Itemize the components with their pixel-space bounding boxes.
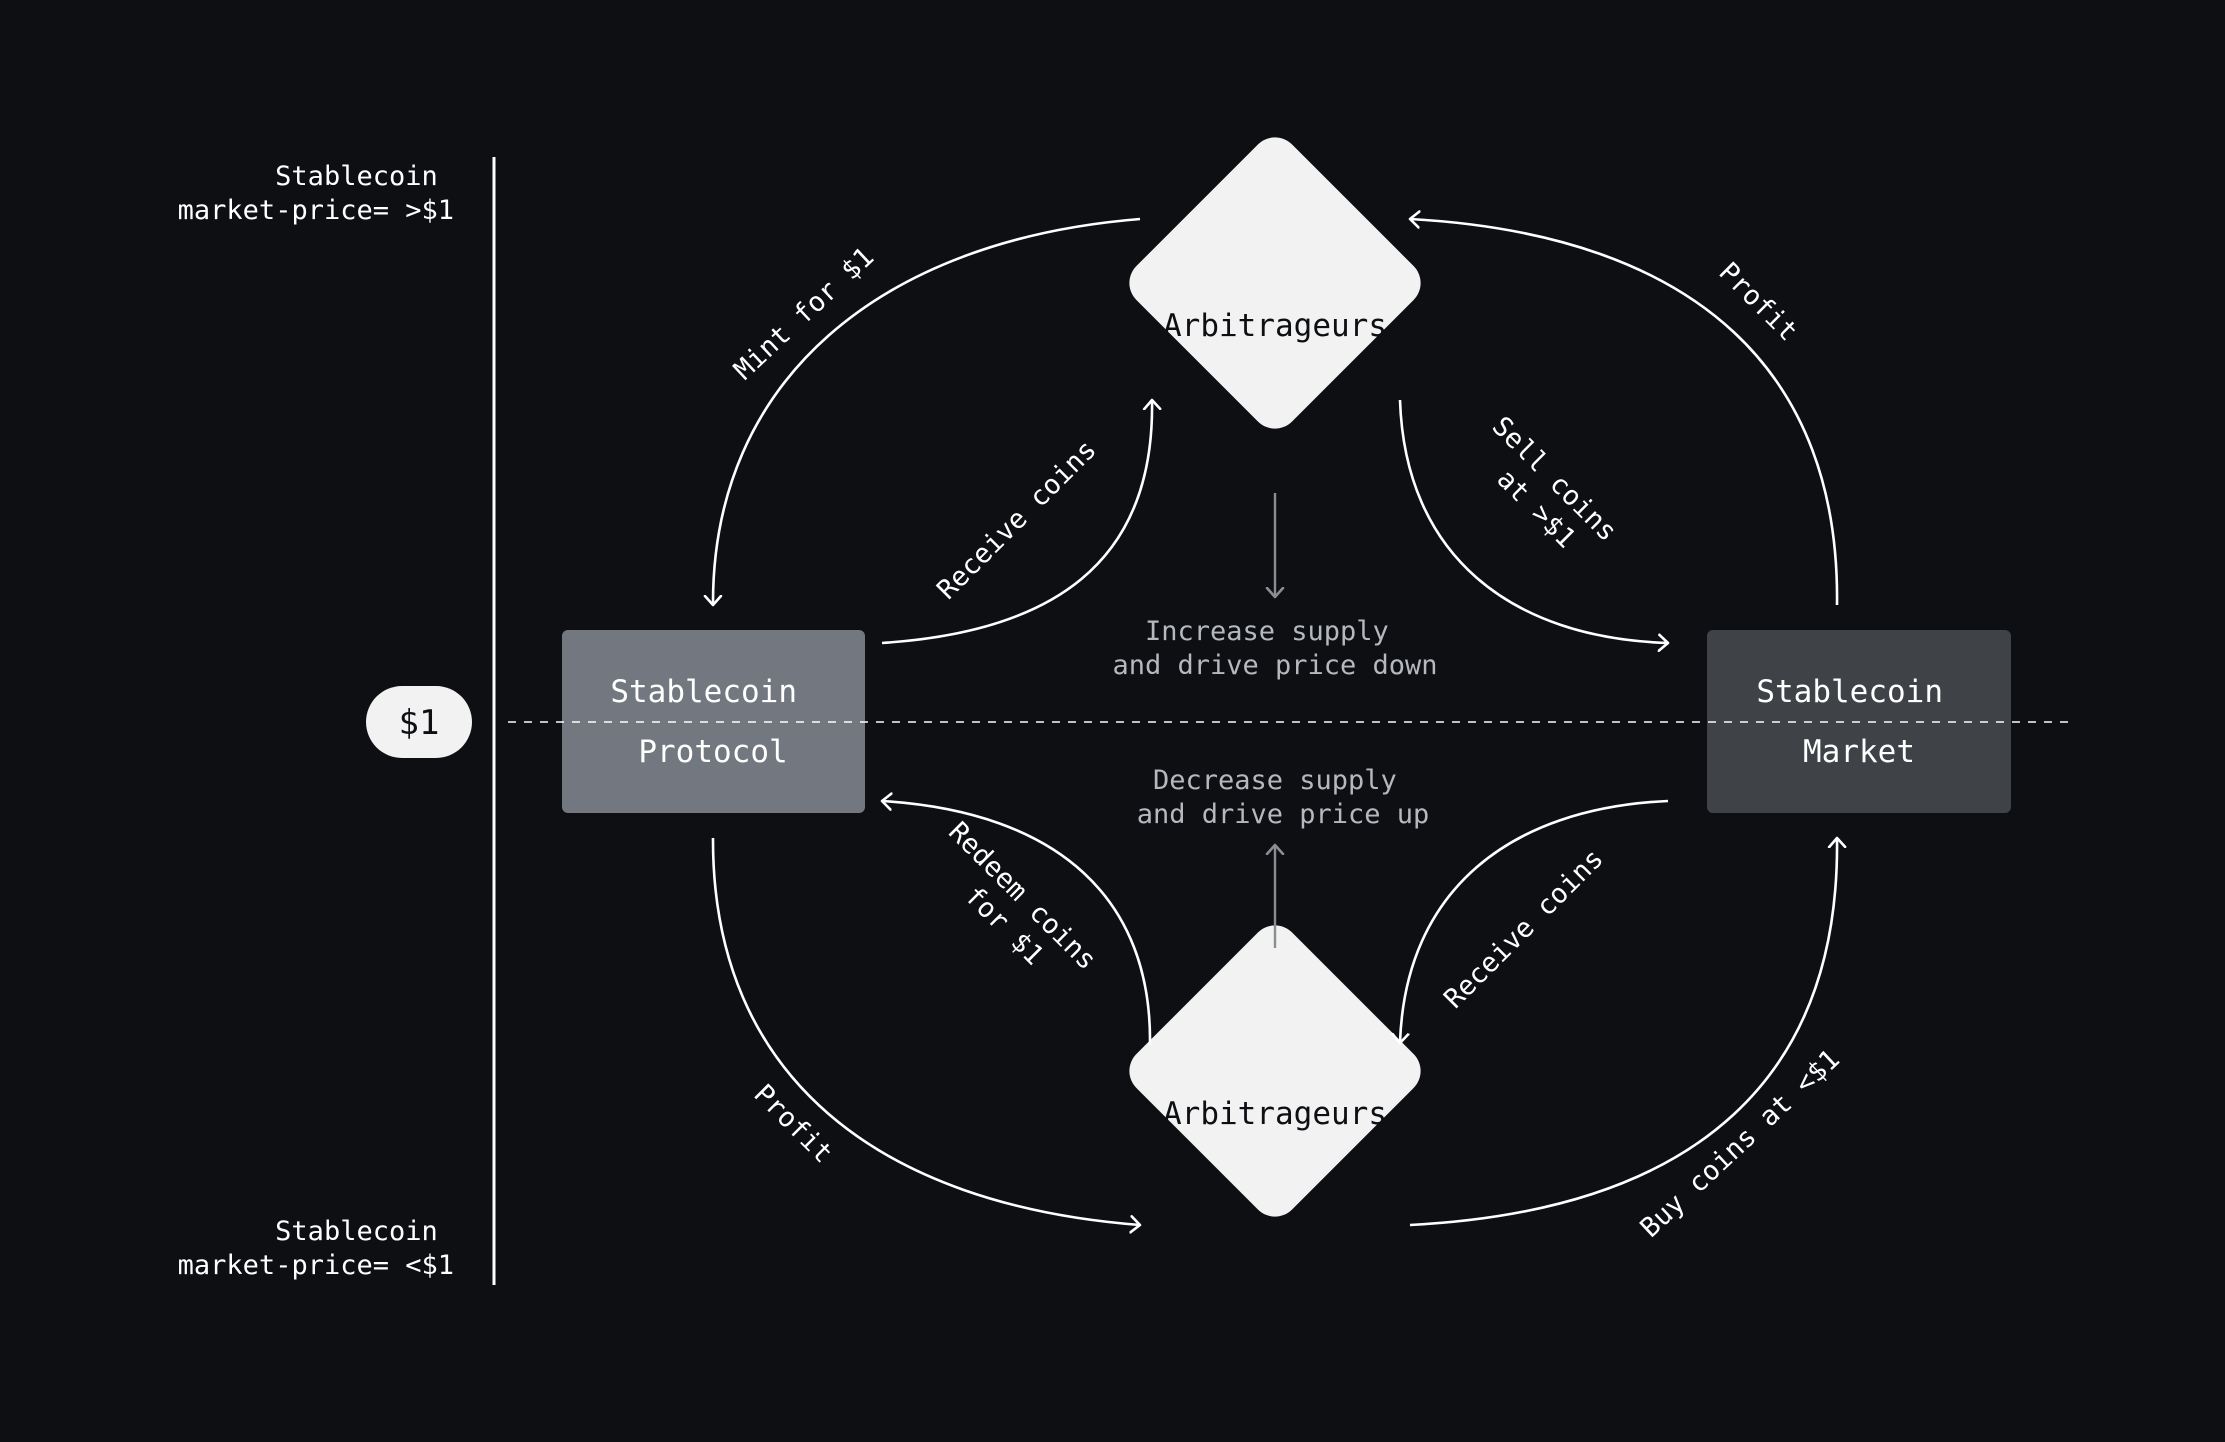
- peg-label: $1: [399, 703, 440, 743]
- sell-coins-arrow: [1398, 399, 1668, 643]
- receive-coins-bottom-arrow: [1400, 799, 1669, 1043]
- receive-coins-top-arrow: [881, 400, 1152, 645]
- arbitrageurs-bottom-label: Arbitrageurs: [1163, 1096, 1387, 1132]
- arbitrageurs-bottom-node: Arbitrageurs: [1129, 925, 1421, 1217]
- protocol-label: Stablecoin Protocol: [610, 674, 815, 770]
- buy-coins-arrow: [1409, 838, 1837, 1227]
- arbitrageurs-top-label: Arbitrageurs: [1163, 308, 1387, 344]
- profit-top-arrow: [1410, 219, 1839, 606]
- redeem-coins-arrow: [882, 801, 1152, 1046]
- stablecoin-protocol-node: Stablecoin Protocol: [562, 630, 865, 813]
- decrease-supply-text: Decrease supply and drive price up: [1137, 765, 1430, 830]
- mint-arrow: [713, 217, 1141, 605]
- axis-bottom-label: Stablecoin market-price= <$1: [178, 1216, 454, 1281]
- axis-top-label: Stablecoin market-price= >$1: [178, 161, 454, 226]
- profit-bottom-arrow: [711, 837, 1140, 1225]
- arbitrageurs-top-node: Arbitrageurs: [1129, 137, 1421, 429]
- increase-supply-text: Increase supply and drive price down: [1112, 616, 1437, 681]
- peg-badge: $1: [366, 686, 472, 758]
- market-label: Stablecoin Market: [1756, 674, 1961, 770]
